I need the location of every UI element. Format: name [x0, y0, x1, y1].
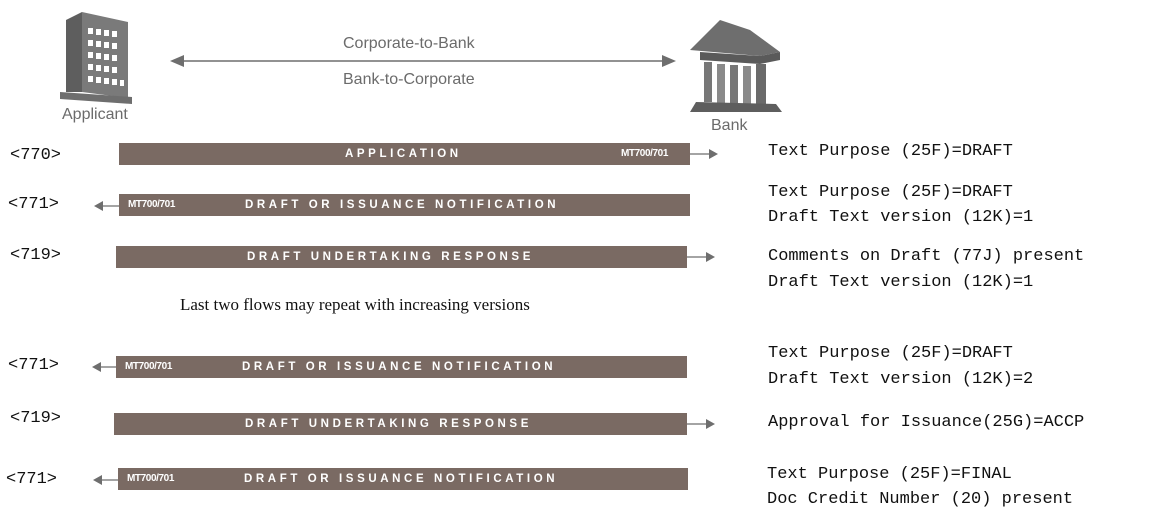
flow-title: DRAFT OR ISSUANCE NOTIFICATION: [244, 473, 559, 485]
flow-title: APPLICATION: [345, 148, 462, 160]
direction-bottom-label: Bank-to-Corporate: [343, 71, 475, 88]
flow-note-2: Doc Credit Number (20) present: [767, 490, 1074, 509]
flow-bar: APPLICATION MT700/701: [119, 143, 690, 165]
flow-note-1: Approval for Issuance(25G)=ACCP: [768, 413, 1085, 432]
flow-title: DRAFT UNDERTAKING RESPONSE: [247, 251, 534, 263]
mt-label: MT700/701: [128, 199, 175, 210]
repeat-note: Last two flows may repeat with increasin…: [180, 295, 530, 314]
direction-top-label: Corporate-to-Bank: [343, 35, 475, 52]
header-graphic: [60, 12, 782, 112]
bidirectional-arrow: [170, 55, 676, 67]
message-code: <771>: [6, 470, 58, 489]
mt-label: MT700/701: [127, 473, 174, 484]
flow-note-2: Draft Text version (12K)=2: [768, 370, 1034, 389]
flow-bar: MT700/701 DRAFT OR ISSUANCE NOTIFICATION: [119, 194, 690, 216]
flow-bar: MT700/701 DRAFT OR ISSUANCE NOTIFICATION: [116, 356, 687, 378]
flow-bar: MT700/701 DRAFT OR ISSUANCE NOTIFICATION: [118, 468, 688, 490]
message-code: <719>: [10, 246, 62, 265]
flow-title: DRAFT OR ISSUANCE NOTIFICATION: [245, 199, 560, 211]
message-code: <771>: [8, 195, 60, 214]
mt-label: MT700/701: [621, 148, 668, 159]
arrow-right-icon: [690, 148, 720, 160]
arrow-right-icon: [687, 251, 717, 263]
applicant-label: Applicant: [62, 106, 128, 123]
arrow-right-icon: [687, 418, 717, 430]
flow-note-2: Draft Text version (12K)=1: [768, 273, 1034, 292]
flow-title: DRAFT UNDERTAKING RESPONSE: [245, 418, 532, 430]
flow-note-1: Text Purpose (25F)=FINAL: [767, 465, 1012, 484]
flow-title: DRAFT OR ISSUANCE NOTIFICATION: [242, 361, 557, 373]
arrow-left-icon: [93, 200, 119, 212]
flow-bar: DRAFT UNDERTAKING RESPONSE: [116, 246, 687, 268]
flow-note-2: Draft Text version (12K)=1: [768, 208, 1034, 227]
mt-label: MT700/701: [125, 361, 172, 372]
message-code: <719>: [10, 409, 62, 428]
flow-bar: DRAFT UNDERTAKING RESPONSE: [114, 413, 687, 435]
arrow-left-icon: [91, 361, 117, 373]
flow-note-1: Comments on Draft (77J) present: [768, 247, 1085, 266]
arrow-left-icon: [92, 474, 118, 486]
flow-note-1: Text Purpose (25F)=DRAFT: [768, 344, 1013, 363]
bank-icon: [690, 20, 782, 112]
bank-label: Bank: [711, 117, 748, 134]
message-code: <771>: [8, 356, 60, 375]
message-code: <770>: [10, 146, 62, 165]
flow-note-1: Text Purpose (25F)=DRAFT: [768, 142, 1013, 161]
flow-note-1: Text Purpose (25F)=DRAFT: [768, 183, 1013, 202]
applicant-building-icon: [60, 12, 132, 104]
